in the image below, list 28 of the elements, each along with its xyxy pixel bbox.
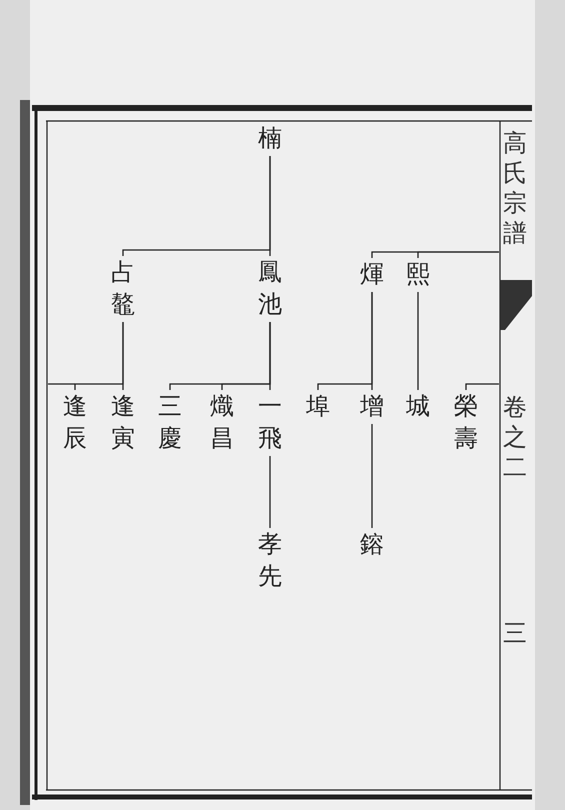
- name-text: 埠: [306, 390, 330, 422]
- name-text: 孝先: [258, 528, 282, 592]
- margin-text: 卷之二: [503, 392, 527, 482]
- lineage-line: [465, 383, 499, 390]
- name-text: 城: [406, 390, 430, 422]
- name-text: 鳳池: [258, 256, 282, 320]
- lineage-line: [417, 251, 499, 258]
- name-text: 熾昌: [210, 390, 234, 454]
- name-text: 三慶: [158, 390, 182, 454]
- margin-text: 高氏宗譜: [503, 128, 527, 248]
- lineage-line: [169, 322, 271, 390]
- name-text: 熙: [406, 258, 430, 290]
- lineage-line: [317, 292, 373, 390]
- name-text: 鎔: [360, 528, 384, 560]
- name-text: 煇: [360, 258, 384, 290]
- lineage-line: [74, 322, 124, 390]
- margin-text: 三: [503, 618, 527, 648]
- name-text: 一飛: [258, 390, 282, 454]
- lineage-line: [269, 456, 271, 528]
- name-text: 榮壽: [454, 390, 478, 454]
- name-text: 增: [360, 390, 384, 422]
- name-text: 逢辰: [63, 390, 87, 454]
- name-text: 逢寅: [111, 390, 135, 454]
- lineage-line: [122, 156, 271, 256]
- lineage-line: [371, 424, 373, 528]
- name-text: 占鼇: [111, 256, 135, 320]
- name-text: 楠: [258, 122, 282, 154]
- lineage-line: [417, 292, 419, 390]
